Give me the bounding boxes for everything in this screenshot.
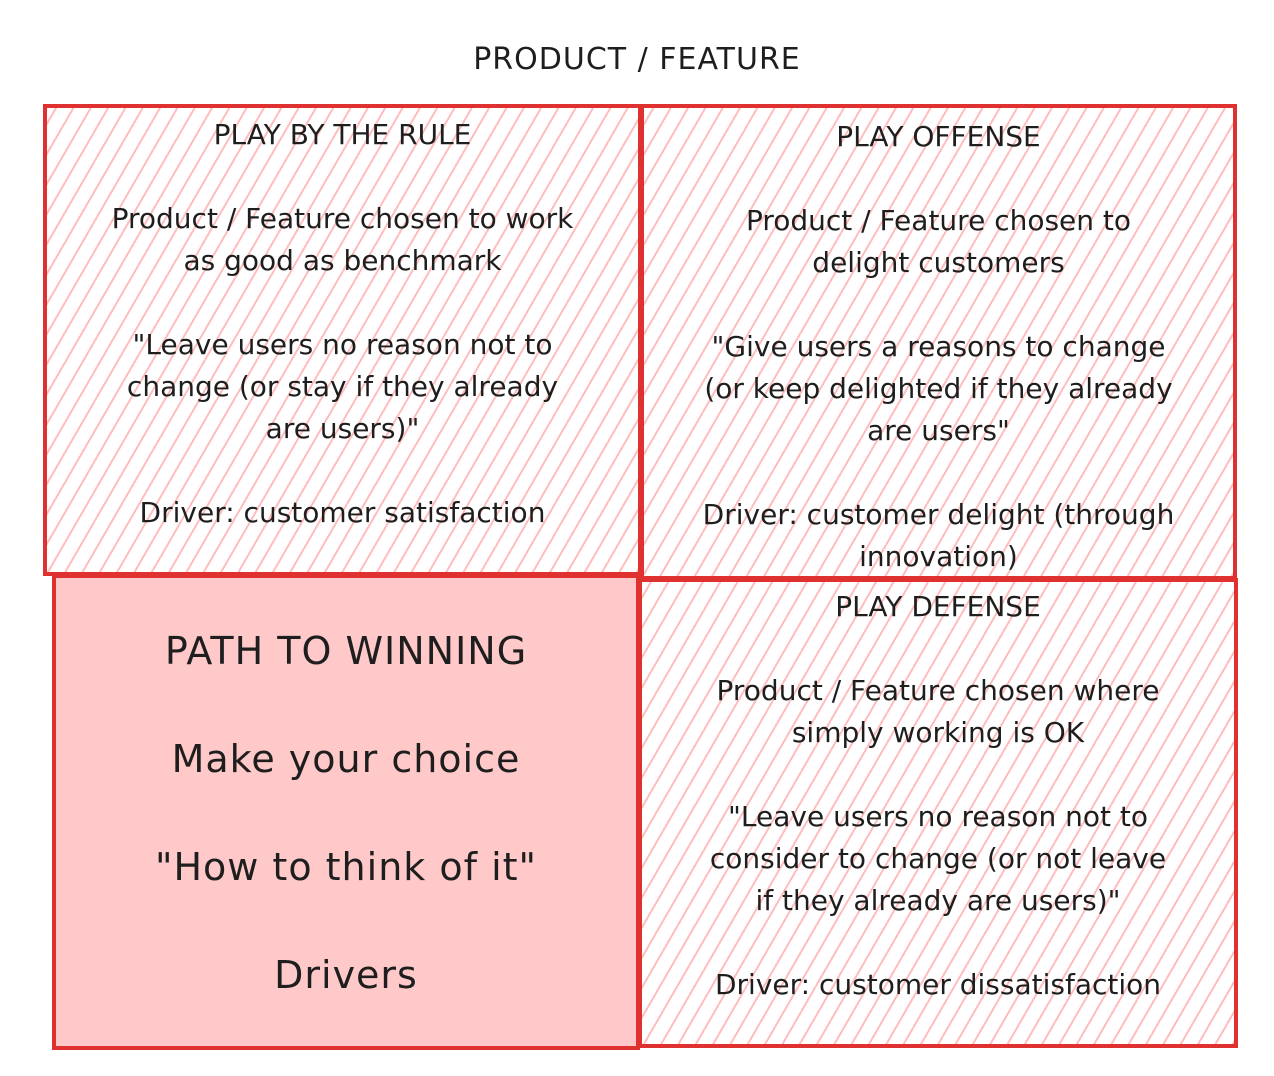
quadrant-text-line: Product / Feature chosen to — [745, 204, 1132, 237]
quadrant-text-line: Product / Feature chosen to work — [111, 202, 574, 235]
diagram-title: PRODUCT / FEATURE — [473, 42, 801, 77]
quadrant-text-line: "Give users a reasons to change — [711, 330, 1166, 363]
quadrant-text-line: "Leave users no reason not to — [132, 328, 553, 361]
quadrant-text-line: change (or stay if they already — [126, 370, 559, 403]
quadrant-text-line: consider to change (or not leave — [709, 842, 1167, 875]
quadrant-text-line: delight customers — [812, 246, 1065, 279]
quadrant-driver: Driver: customer dissatisfaction — [714, 968, 1162, 1001]
quadrant-heading: PLAY DEFENSE — [835, 590, 1041, 623]
quadrant-driver: Driver: customer satisfaction — [139, 496, 546, 529]
quadrant-play-defense: PLAY DEFENSE Product / Feature chosen wh… — [638, 578, 1238, 1048]
quadrant-text-line: if they already are users)" — [755, 884, 1121, 917]
path-text-line: Drivers — [274, 953, 418, 997]
path-heading: PATH TO WINNING — [164, 629, 528, 673]
quadrant-text-line: as good as benchmark — [183, 244, 502, 277]
quadrant-text-line: (or keep delighted if they already — [704, 372, 1173, 405]
path-text-line: Make your choice — [171, 737, 521, 781]
quadrant-text-line: "Leave users no reason not to — [728, 800, 1148, 833]
quadrant-text-line: simply working is OK — [791, 716, 1085, 749]
quadrant-text-line: Product / Feature chosen where — [716, 674, 1160, 707]
quadrant-heading: PLAY BY THE RULE — [213, 118, 472, 151]
quadrant-driver: innovation) — [859, 540, 1018, 573]
quadrant-play-offense: PLAY OFFENSE Product / Feature chosen to… — [640, 104, 1237, 580]
quadrant-path-to-winning: PATH TO WINNING Make your choice "How to… — [52, 574, 640, 1050]
quadrant-text-line: are users)" — [265, 412, 420, 445]
quadrant-driver: Driver: customer delight (through — [702, 498, 1175, 531]
path-text-line: "How to think of it" — [154, 845, 538, 889]
quadrant-heading: PLAY OFFENSE — [836, 120, 1041, 153]
quadrant-play-by-the-rule: PLAY BY THE RULE Product / Feature chose… — [43, 104, 642, 576]
quadrant-text-line: are users" — [867, 414, 1010, 447]
